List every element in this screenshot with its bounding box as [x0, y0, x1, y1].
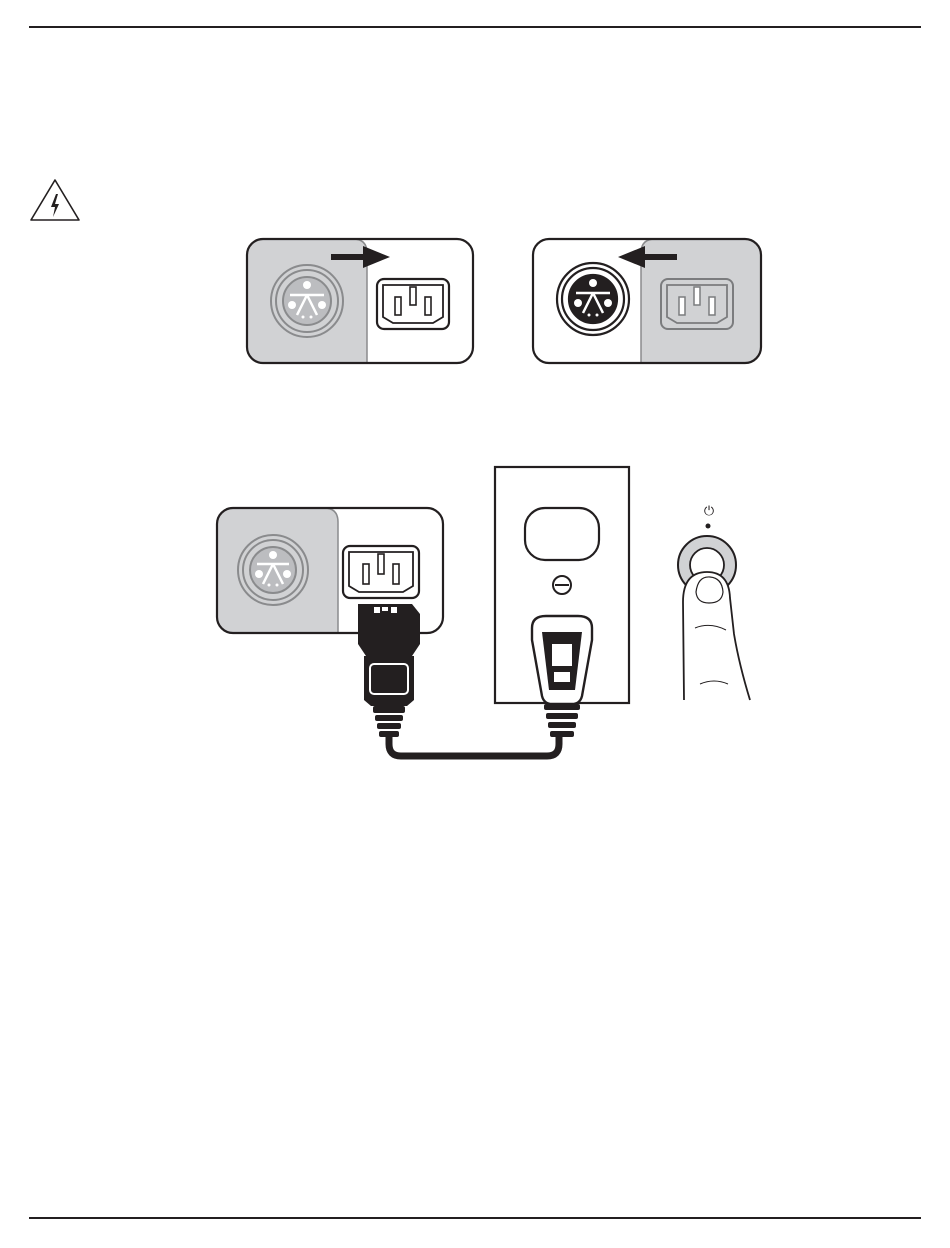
- footer-rule: [29, 1217, 921, 1219]
- header-rule: [29, 26, 921, 28]
- electric-shock-warning-icon: [28, 177, 82, 223]
- iec-plug-icon: [358, 604, 420, 737]
- iec-inlet-icon: [377, 279, 449, 329]
- iec-inlet-icon: [661, 279, 733, 329]
- round-connector-icon: [557, 263, 629, 335]
- power-symbol-icon: ⏻: [701, 505, 717, 518]
- finger-icon: [683, 572, 750, 700]
- power-cord-connection-figure: [214, 464, 754, 764]
- iec-inlet-icon: [343, 546, 419, 598]
- power-module-panel-right: [531, 237, 763, 367]
- power-cable: [389, 736, 559, 756]
- wall-plug-icon: [532, 616, 592, 737]
- power-module-panel-left: [245, 237, 477, 367]
